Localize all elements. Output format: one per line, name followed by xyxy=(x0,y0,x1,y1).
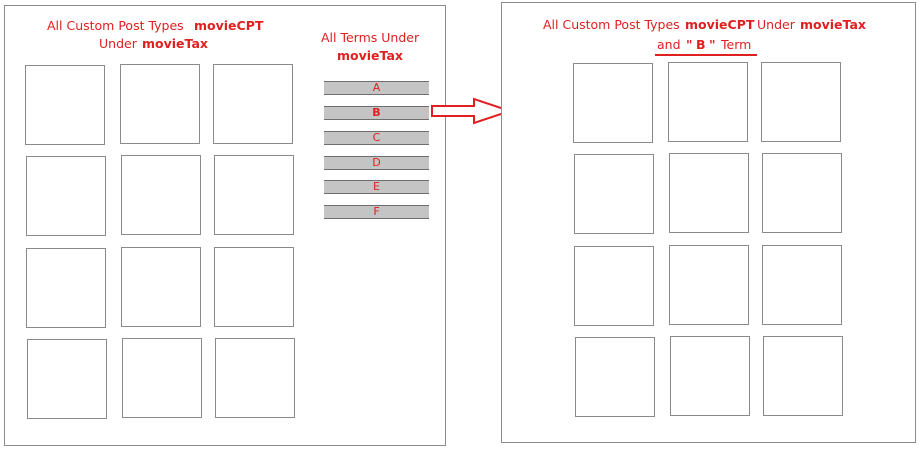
post-card xyxy=(122,338,202,418)
post-card xyxy=(120,64,200,144)
post-card xyxy=(27,339,107,419)
right-heading-term-suffix: Term xyxy=(721,37,752,52)
term-item-d[interactable]: D xyxy=(324,156,429,170)
post-card xyxy=(26,156,106,236)
term-item-e[interactable]: E xyxy=(324,180,429,194)
post-card xyxy=(213,64,293,144)
right-heading-and: and xyxy=(657,37,681,52)
left-heading-taxonomy: movieTax xyxy=(142,36,208,51)
filtered-post-card xyxy=(574,154,654,234)
right-heading-term: B xyxy=(696,37,706,52)
left-heading-under: Under xyxy=(99,36,137,51)
terms-heading: All Terms Under xyxy=(321,30,420,45)
filtered-post-card xyxy=(668,62,748,142)
filtered-post-card xyxy=(669,153,749,233)
term-item-c[interactable]: C xyxy=(324,131,429,145)
term-item-a[interactable]: A xyxy=(324,81,429,95)
left-heading-prefix: All Custom Post Types xyxy=(47,18,184,33)
post-card xyxy=(214,247,294,327)
filtered-post-card xyxy=(762,153,842,233)
post-card xyxy=(121,155,201,235)
left-heading-post-type: movieCPT xyxy=(194,18,264,33)
post-card xyxy=(26,248,106,328)
filtered-post-card xyxy=(669,245,749,325)
post-card xyxy=(215,338,295,418)
term-item-b[interactable]: B xyxy=(324,106,429,120)
right-heading-prefix: All Custom Post Types xyxy=(543,17,680,32)
right-heading-taxonomy: movieTax xyxy=(800,17,866,32)
right-heading-quote-open: " xyxy=(686,37,693,52)
filtered-post-card xyxy=(574,246,654,326)
post-card xyxy=(25,65,105,145)
filtered-post-card xyxy=(573,63,653,143)
filtered-post-card xyxy=(762,245,842,325)
term-item-f[interactable]: F xyxy=(324,205,429,219)
filter-arrow-icon xyxy=(431,97,514,125)
filtered-post-card xyxy=(575,337,655,417)
right-heading-post-type: movieCPT xyxy=(685,17,755,32)
right-heading-quote-close: " xyxy=(709,37,716,52)
filtered-post-card xyxy=(761,62,841,142)
filtered-post-card xyxy=(763,336,843,416)
terms-heading-taxonomy: movieTax xyxy=(337,48,403,63)
right-heading-underline xyxy=(655,54,757,56)
post-card xyxy=(214,155,294,235)
post-card xyxy=(121,247,201,327)
filtered-post-card xyxy=(670,336,750,416)
right-heading-under: Under xyxy=(757,17,795,32)
